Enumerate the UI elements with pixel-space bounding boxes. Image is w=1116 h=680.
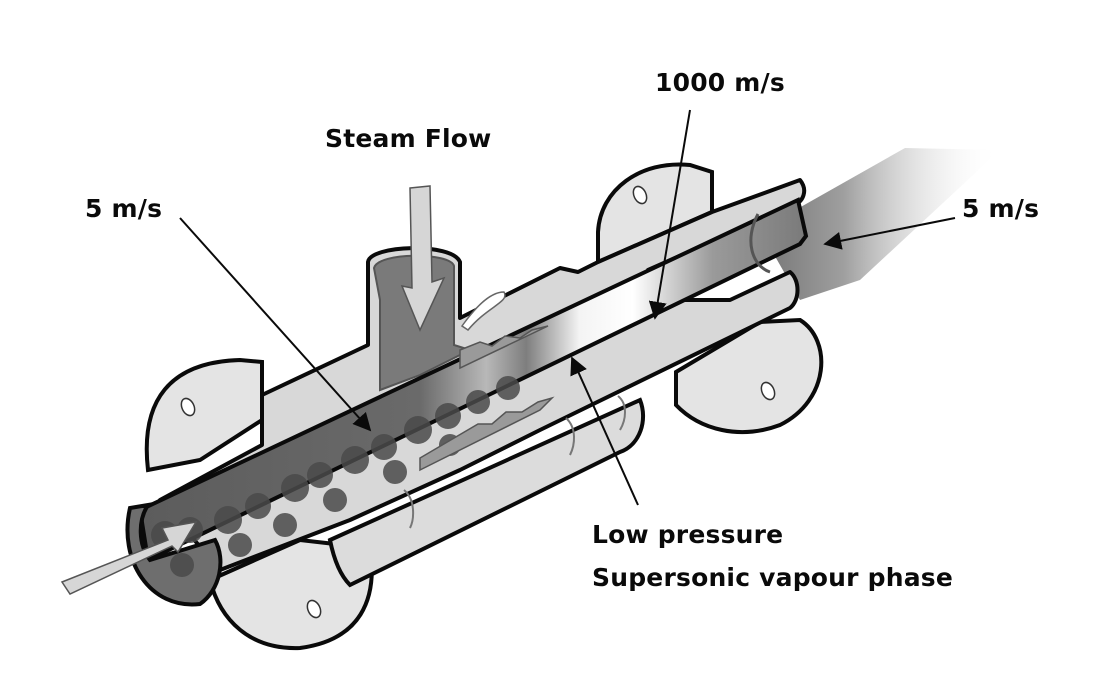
nozzle-edge bbox=[419, 325, 555, 472]
bolt-hole bbox=[180, 397, 196, 417]
label-supersonic-phase: Supersonic vapour phase bbox=[592, 563, 953, 592]
steam-flow-arrow bbox=[400, 185, 446, 332]
rear-flange-lower bbox=[674, 317, 824, 434]
rear-flange-upper bbox=[596, 162, 714, 266]
bolt-hole bbox=[306, 599, 322, 619]
label-steam-flow: Steam Flow bbox=[325, 124, 492, 153]
label-outlet-velocity: 5 m/s bbox=[962, 194, 1040, 223]
label-low-pressure: Low pressure bbox=[592, 520, 784, 549]
leader-5ms-right bbox=[823, 217, 956, 250]
label-inlet-velocity: 5 m/s bbox=[85, 194, 163, 223]
water-inlet-arrow bbox=[60, 520, 198, 595]
front-flange-upper bbox=[144, 357, 264, 473]
annotation-leaders bbox=[179, 109, 956, 506]
bolt-hole bbox=[760, 381, 776, 401]
exhaust-plume bbox=[760, 148, 1000, 300]
leader-1000ms bbox=[648, 109, 691, 320]
label-1000-ms: 1000 m/s bbox=[655, 68, 785, 97]
leader-5ms-left bbox=[179, 217, 372, 432]
mixing-tube bbox=[125, 197, 809, 607]
bolt-hole bbox=[632, 185, 648, 205]
leader-low-pressure bbox=[570, 356, 639, 506]
